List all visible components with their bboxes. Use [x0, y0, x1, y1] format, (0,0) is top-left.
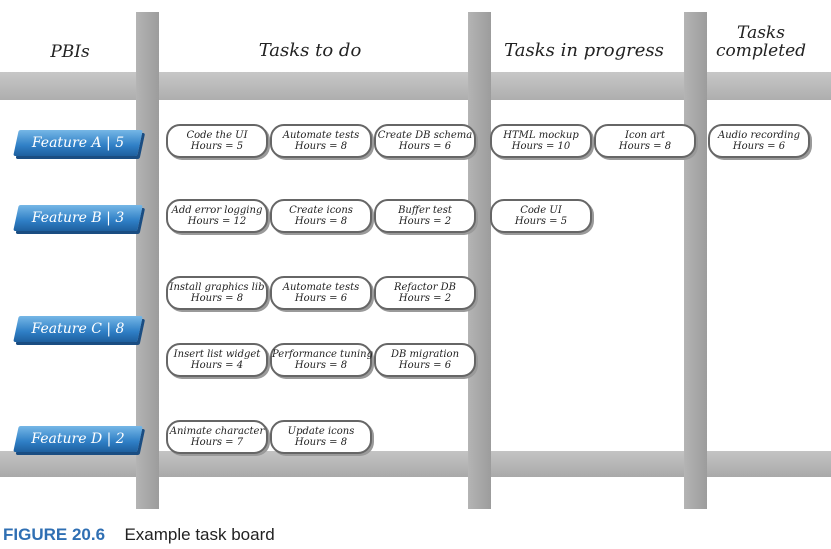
feature-d[interactable]: Feature D | 2: [13, 426, 143, 452]
task-hours: Hours = 2: [398, 216, 452, 227]
task-card[interactable]: Code UI Hours = 5: [490, 199, 592, 233]
header-completed-line2: completed: [715, 41, 807, 61]
task-name: DB migration: [390, 349, 460, 360]
task-hours: Hours = 8: [294, 437, 348, 448]
feature-b[interactable]: Feature B | 3: [13, 205, 143, 231]
column-divider-3: [684, 12, 707, 509]
feature-c-label: Feature C | 8: [31, 321, 125, 337]
figure-label: FIGURE 20.6: [3, 525, 106, 544]
task-name: Performance tuning: [272, 349, 374, 360]
task-name: Insert list widget: [173, 349, 261, 360]
task-card[interactable]: HTML mockup Hours = 10: [490, 124, 592, 158]
task-card[interactable]: Add error logging Hours = 12: [166, 199, 268, 233]
task-card[interactable]: Animate character Hours = 7: [166, 420, 268, 454]
task-name: Animate character: [169, 426, 265, 437]
task-name: Icon art: [625, 130, 665, 141]
task-hours: Hours = 6: [398, 141, 452, 152]
task-hours: Hours = 7: [190, 437, 244, 448]
header-pbis: PBIs: [50, 42, 90, 62]
task-hours: Hours = 10: [511, 141, 571, 152]
task-card[interactable]: Automate tests Hours = 6: [270, 276, 372, 310]
feature-b-label: Feature B | 3: [31, 210, 125, 226]
task-card[interactable]: Automate tests Hours = 8: [270, 124, 372, 158]
task-card[interactable]: Code the UI Hours = 5: [166, 124, 268, 158]
task-name: Buffer test: [398, 205, 452, 216]
task-name: Code the UI: [186, 130, 248, 141]
figure-caption: FIGURE 20.6 Example task board: [3, 525, 275, 545]
task-card[interactable]: DB migration Hours = 6: [374, 343, 476, 377]
task-name: Refactor DB: [393, 282, 457, 293]
task-hours: Hours = 4: [190, 360, 244, 371]
column-divider-1: [136, 12, 159, 509]
task-hours: Hours = 8: [294, 216, 348, 227]
task-hours: Hours = 8: [618, 141, 672, 152]
header-tasks-to-do: Tasks to do: [258, 40, 362, 61]
task-name: Create DB schema: [377, 130, 473, 141]
feature-a-label: Feature A | 5: [31, 135, 125, 151]
task-hours: Hours = 8: [190, 293, 244, 304]
task-card[interactable]: Create DB schema Hours = 6: [374, 124, 476, 158]
task-board: PBIs Tasks to do Tasks in progress Tasks…: [0, 12, 831, 509]
task-hours: Hours = 6: [732, 141, 786, 152]
feature-d-label: Feature D | 2: [31, 431, 125, 447]
task-card[interactable]: Create icons Hours = 8: [270, 199, 372, 233]
feature-a[interactable]: Feature A | 5: [13, 130, 143, 156]
task-name: Update icons: [287, 426, 355, 437]
task-hours: Hours = 2: [398, 293, 452, 304]
task-name: HTML mockup: [503, 130, 579, 141]
task-card[interactable]: Insert list widget Hours = 4: [166, 343, 268, 377]
task-name: Code UI: [520, 205, 562, 216]
header-tasks-in-progress: Tasks in progress: [504, 40, 664, 61]
figure-title: Example task board: [124, 525, 275, 544]
task-hours: Hours = 8: [294, 360, 348, 371]
task-name: Add error logging: [171, 205, 263, 216]
task-name: Automate tests: [282, 282, 360, 293]
column-divider-2: [468, 12, 491, 509]
header-completed-line1: Tasks: [737, 23, 785, 43]
task-hours: Hours = 12: [187, 216, 247, 227]
task-hours: Hours = 6: [294, 293, 348, 304]
task-hours: Hours = 6: [398, 360, 452, 371]
header-tasks-completed: Tasks completed: [706, 24, 816, 60]
task-hours: Hours = 5: [514, 216, 568, 227]
task-hours: Hours = 5: [190, 141, 244, 152]
task-card[interactable]: Audio recording Hours = 6: [708, 124, 810, 158]
task-card[interactable]: Performance tuning Hours = 8: [270, 343, 374, 377]
feature-c[interactable]: Feature C | 8: [13, 316, 143, 342]
task-card[interactable]: Refactor DB Hours = 2: [374, 276, 476, 310]
task-card[interactable]: Icon art Hours = 8: [594, 124, 696, 158]
task-hours: Hours = 8: [294, 141, 348, 152]
task-card[interactable]: Buffer test Hours = 2: [374, 199, 476, 233]
task-card[interactable]: Install graphics lib Hours = 8: [166, 276, 268, 310]
task-name: Automate tests: [282, 130, 360, 141]
task-name: Audio recording: [717, 130, 800, 141]
task-name: Create icons: [289, 205, 353, 216]
task-card[interactable]: Update icons Hours = 8: [270, 420, 372, 454]
task-name: Install graphics lib: [169, 282, 265, 293]
